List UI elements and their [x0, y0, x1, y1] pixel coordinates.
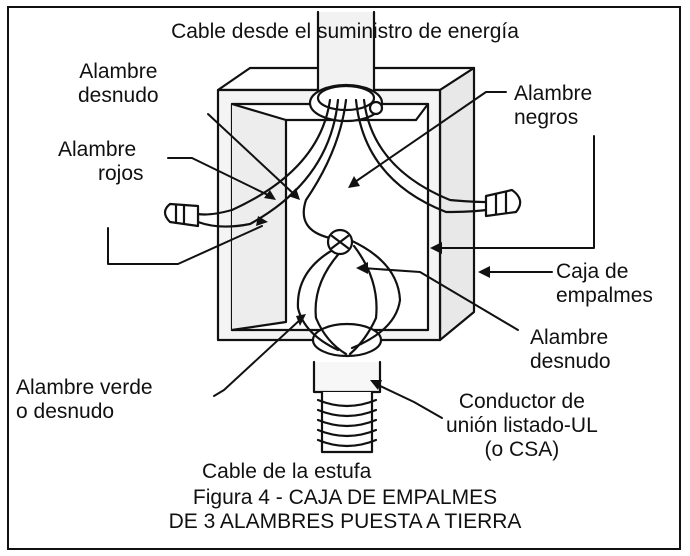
- arrowheads: [256, 176, 490, 390]
- wires: [196, 98, 488, 356]
- leader-lines: [107, 91, 595, 419]
- junction-box: [216, 66, 476, 342]
- wire-nut-right: [484, 188, 522, 218]
- ground-screw: [326, 228, 354, 256]
- stove-conduit: [311, 322, 383, 454]
- figure-frame: [7, 6, 681, 550]
- wire-nut-left: [163, 202, 200, 228]
- label-cable-supply: Cable desde el suministro de energía: [171, 20, 519, 43]
- label-stove-cable: Cable de la estufa: [202, 460, 372, 483]
